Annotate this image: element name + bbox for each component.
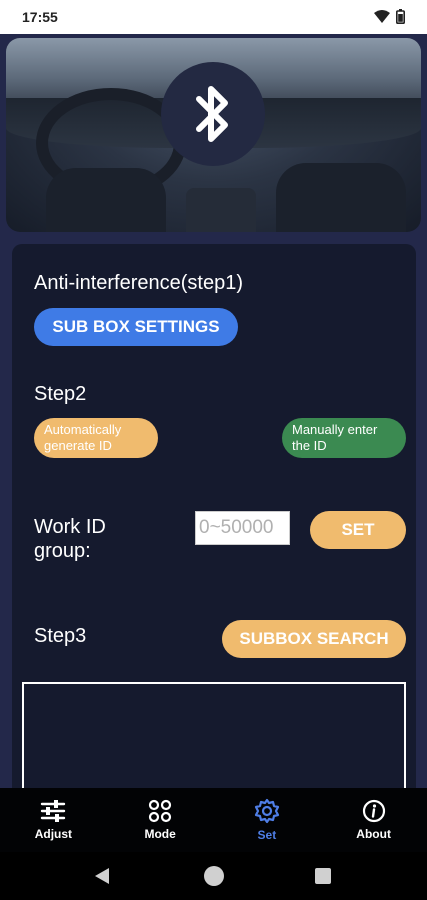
recent-apps-button[interactable]: [315, 868, 331, 884]
nav-about[interactable]: About: [320, 788, 427, 852]
nav-adjust-label: Adjust: [34, 827, 73, 841]
system-nav-bar: [0, 852, 427, 900]
bluetooth-button[interactable]: [161, 62, 265, 166]
sliders-icon: [41, 800, 66, 822]
wifi-icon: [374, 9, 390, 23]
auto-generate-id-button[interactable]: Automatically generate ID: [34, 418, 158, 458]
home-button[interactable]: [204, 866, 224, 886]
nav-adjust[interactable]: Adjust: [0, 788, 107, 852]
info-icon: [362, 799, 385, 823]
bottom-nav: Adjust Mode Set About: [0, 788, 427, 852]
center-console: [186, 188, 256, 232]
work-id-input[interactable]: [195, 511, 290, 545]
nav-set-label: Set: [257, 828, 277, 842]
grid-icon: [149, 799, 172, 823]
nav-about-label: About: [356, 827, 391, 841]
manual-enter-id-button[interactable]: Manually enter the ID: [282, 418, 406, 458]
nav-set[interactable]: Set: [214, 788, 321, 852]
sub-box-settings-button[interactable]: SUB BOX SETTINGS: [34, 308, 238, 346]
status-bar: 17:55: [0, 0, 427, 34]
status-icons: [374, 9, 405, 24]
battery-icon: [396, 9, 405, 24]
subbox-search-button[interactable]: SUBBOX SEARCH: [222, 620, 406, 658]
nav-mode-label: Mode: [144, 827, 176, 841]
step2-title: Step2: [34, 383, 87, 405]
status-time: 17:55: [22, 9, 58, 25]
search-results-box: [22, 682, 406, 806]
seat-right: [276, 163, 406, 232]
nav-mode[interactable]: Mode: [107, 788, 214, 852]
bluetooth-icon: [196, 86, 228, 142]
seat-left: [46, 168, 166, 232]
gear-icon: [254, 798, 279, 824]
step1-title: Anti-interference(step1): [34, 272, 243, 294]
back-icon[interactable]: [95, 868, 109, 884]
work-id-group-label: Work ID group:: [34, 516, 106, 562]
step3-title: Step3: [34, 625, 87, 647]
set-button[interactable]: SET: [310, 511, 406, 549]
